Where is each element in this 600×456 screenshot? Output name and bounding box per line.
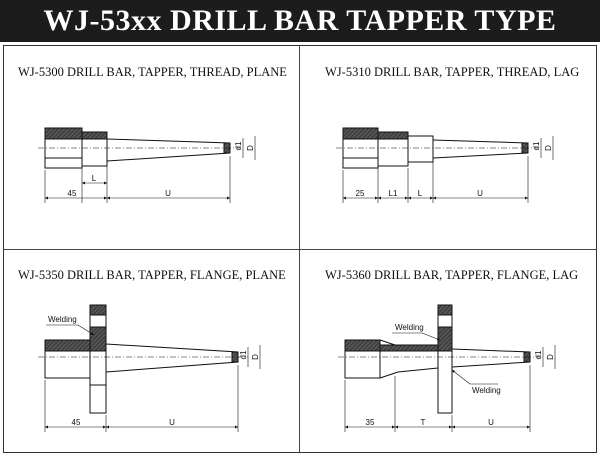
side-label-wj5300-d1: d1	[234, 141, 243, 150]
drill-bar-wj5360	[338, 304, 556, 432]
page-title: WJ-53xx DRILL BAR TAPPER TYPE	[0, 0, 600, 42]
panel-title-wj5350: WJ-5350 DRILL BAR, TAPPER, FLANGE, PLANE	[18, 268, 286, 282]
dim-label-wj5350-45: 45	[72, 418, 81, 427]
callout-wj5360-welding-bottom: Welding	[472, 386, 501, 395]
side-label-wj5310-d1: d1	[532, 141, 541, 150]
dim-label-wj5310-l: L	[418, 189, 423, 198]
panel-title-wj5310: WJ-5310 DRILL BAR, TAPPER, THREAD, LAG	[325, 65, 580, 79]
side-label-wj5300-d: D	[246, 145, 255, 151]
horizontal-divider	[3, 249, 597, 250]
dim-label-wj5300-l: L	[92, 174, 97, 183]
dim-label-wj5310-u: U	[477, 189, 483, 198]
drill-bar-wj5350	[38, 304, 261, 432]
side-label-wj5350-d1: d1	[239, 350, 248, 359]
dim-label-wj5360-u: U	[488, 418, 494, 427]
dim-label-wj5360-t: T	[421, 418, 426, 427]
dim-label-wj5300-45: 45	[68, 189, 77, 198]
callout-wj5360-welding-top: Welding	[395, 323, 424, 332]
dim-label-wj5300-u: U	[165, 189, 171, 198]
dim-label-wj5310-l1: L1	[389, 189, 398, 198]
panel-title-wj5360: WJ-5360 DRILL BAR, TAPPER, FLANGE, LAG	[325, 268, 579, 282]
side-label-wj5350-d: D	[251, 354, 260, 360]
dim-label-wj5350-u: U	[169, 418, 175, 427]
callout-wj5350-welding: Welding	[48, 315, 77, 324]
dim-label-wj5360-35: 35	[366, 418, 375, 427]
drill-bar-wj5310	[336, 127, 554, 203]
dim-label-wj5310-25: 25	[356, 189, 365, 198]
drill-bar-wj5300	[38, 127, 256, 203]
panel-title-wj5300: WJ-5300 DRILL BAR, TAPPER, THREAD, PLANE	[18, 65, 287, 79]
side-label-wj5310-d: D	[544, 145, 553, 151]
side-label-wj5360-d1: d1	[534, 350, 543, 359]
side-label-wj5360-d: D	[546, 354, 555, 360]
